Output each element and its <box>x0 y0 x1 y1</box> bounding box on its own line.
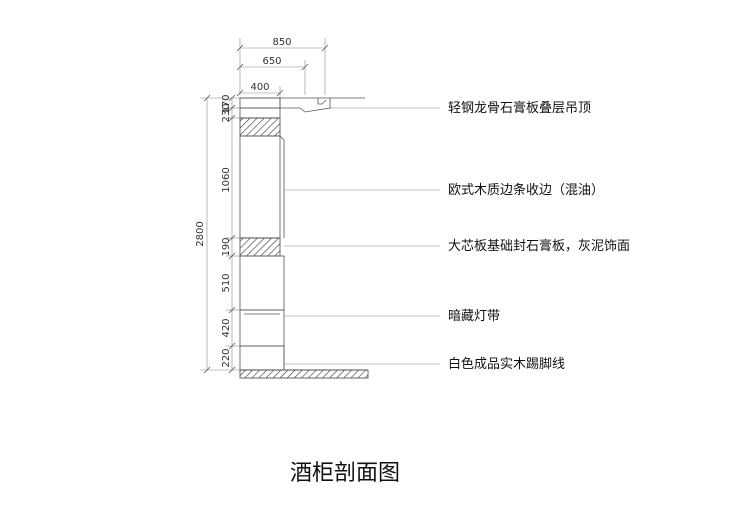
dim-label-510: 510 <box>221 273 232 292</box>
ceiling-step <box>279 98 331 113</box>
dim-label-420: 420 <box>221 318 232 337</box>
floor-hatch <box>239 369 369 379</box>
annotation-skirting: 白色成品实木踢脚线 <box>448 356 565 372</box>
drawing-title: 酒柜剖面图 <box>290 461 400 486</box>
dim-tick <box>228 114 236 122</box>
ceiling-layer <box>239 97 281 109</box>
dim-tick <box>228 234 236 242</box>
dim-tick <box>203 94 211 102</box>
annotation-light-strip: 暗藏灯带 <box>448 309 500 324</box>
dim-tick <box>236 63 244 71</box>
dim-label-850: 850 <box>272 37 291 48</box>
dim-tick <box>228 252 236 260</box>
dim-tick <box>276 89 284 97</box>
annotation-board-finish: 大芯板基础封石膏板，灰泥饰面 <box>448 238 630 254</box>
soffit-frame <box>239 107 281 119</box>
lower-panel <box>239 309 285 347</box>
upper-panel <box>239 135 281 239</box>
dim-tick <box>236 89 244 97</box>
dim-tick <box>321 44 329 52</box>
dim-label-230: 230 <box>221 103 232 122</box>
edge-trim <box>279 135 285 141</box>
leader-lines <box>284 107 440 365</box>
dim-tick <box>203 366 211 374</box>
left-dimensions: 2800 170 230 1060 190 510 420 220 <box>195 94 240 374</box>
dim-tick <box>228 306 236 314</box>
dim-tick <box>236 44 244 52</box>
annotation-edge-trim: 欧式木质边条收边（混油） <box>448 182 604 198</box>
dim-label-190: 190 <box>221 237 232 256</box>
top-dimensions: 850 650 400 <box>236 37 329 100</box>
dim-label-2800: 2800 <box>195 221 206 246</box>
dim-label-220: 220 <box>221 348 232 367</box>
dim-tick <box>301 63 309 71</box>
segment-ticks <box>226 94 240 374</box>
floor-section <box>239 369 369 379</box>
middle-panel <box>239 255 285 311</box>
cabinet-section <box>239 117 285 371</box>
dim-tick <box>228 342 236 350</box>
dim-label-650: 650 <box>262 56 281 67</box>
hatched-board-top <box>239 117 281 137</box>
hatched-board-middle <box>239 237 281 257</box>
dim-label-1060: 1060 <box>221 167 232 192</box>
dim-label-170: 170 <box>221 94 232 113</box>
dim-tick <box>228 104 236 112</box>
annotation-ceiling: 轻钢龙骨石膏板叠层吊顶 <box>448 100 591 116</box>
base-panel <box>239 345 285 371</box>
dim-tick <box>228 366 236 374</box>
dim-tick <box>228 94 236 102</box>
dim-label-400: 400 <box>250 82 269 93</box>
crown-molding <box>317 98 327 105</box>
